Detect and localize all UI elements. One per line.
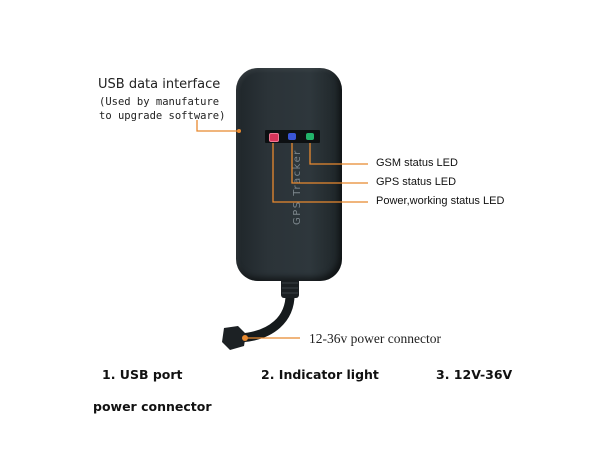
- gsm-led-icon: [306, 133, 314, 140]
- led-indicator-panel: [265, 130, 320, 143]
- power-led-icon: [269, 133, 279, 142]
- power-led-label: Power,working status LED: [376, 195, 505, 207]
- caption-voltage: 3. 12V-36V: [436, 367, 513, 382]
- gps-tracker-device: [236, 68, 342, 281]
- gsm-led-label: GSM status LED: [376, 157, 458, 169]
- caption-usb-port: 1. USB port: [102, 367, 183, 382]
- usb-interface-title: USB data interface: [98, 77, 221, 92]
- caption-indicator-light: 2. Indicator light: [261, 367, 379, 382]
- gps-led-label: GPS status LED: [376, 176, 457, 188]
- power-connector-label: 12-36v power connector: [309, 331, 441, 346]
- caption-power-connector: power connector: [93, 399, 212, 414]
- usb-interface-subtitle: (Used by manufature to upgrade software): [99, 96, 226, 122]
- gps-led-icon: [288, 133, 296, 140]
